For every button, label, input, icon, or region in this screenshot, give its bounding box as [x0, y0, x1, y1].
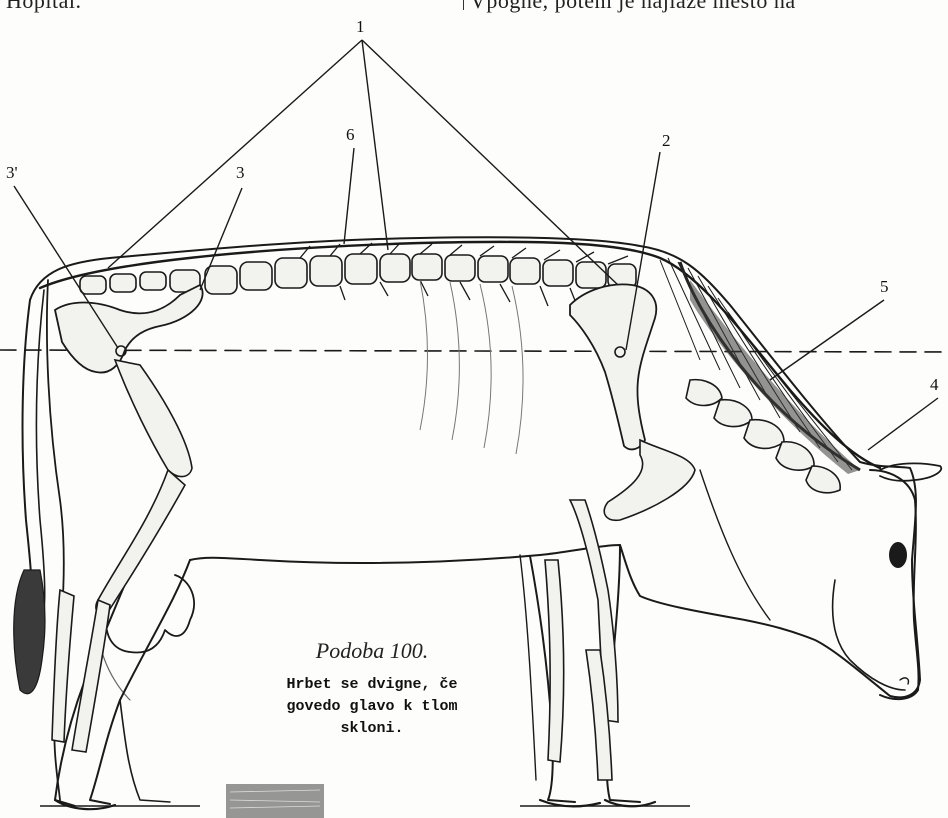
callout-3-prime: 3' [6, 164, 18, 181]
tail-switch [14, 570, 45, 694]
callout-2: 2 [662, 132, 671, 149]
leader-6 [344, 148, 354, 244]
hind-leg-second [120, 700, 170, 802]
scapula [570, 284, 656, 449]
leader-1-b [362, 40, 388, 250]
jaw [833, 580, 905, 690]
reference-line [0, 350, 948, 352]
tail-inner [37, 290, 45, 610]
front-leg-rear [520, 555, 536, 780]
hind-hoof [55, 800, 115, 809]
leader-1-a [108, 40, 362, 268]
callout-6: 6 [346, 126, 355, 143]
callout-5: 5 [880, 278, 889, 295]
hind-leg-bones [52, 360, 192, 752]
callout-1: 1 [356, 18, 365, 35]
figure-caption: Podoba 100. Hrbet se dvigne, če govedo g… [272, 638, 472, 740]
nostril [900, 678, 908, 684]
leader-5 [770, 300, 884, 380]
caption-body: Hrbet se dvigne, če govedo glavo k tlom … [272, 674, 472, 740]
leader-4 [868, 398, 938, 450]
callout-3: 3 [236, 164, 245, 181]
caption-title: Podoba 100. [272, 638, 472, 664]
head-outline [870, 470, 919, 699]
dewlap [700, 470, 770, 620]
callout-4: 4 [930, 376, 939, 393]
pelvis [55, 285, 203, 373]
eye [890, 543, 906, 567]
front-leg-bones [545, 440, 695, 780]
ribs [420, 280, 523, 454]
